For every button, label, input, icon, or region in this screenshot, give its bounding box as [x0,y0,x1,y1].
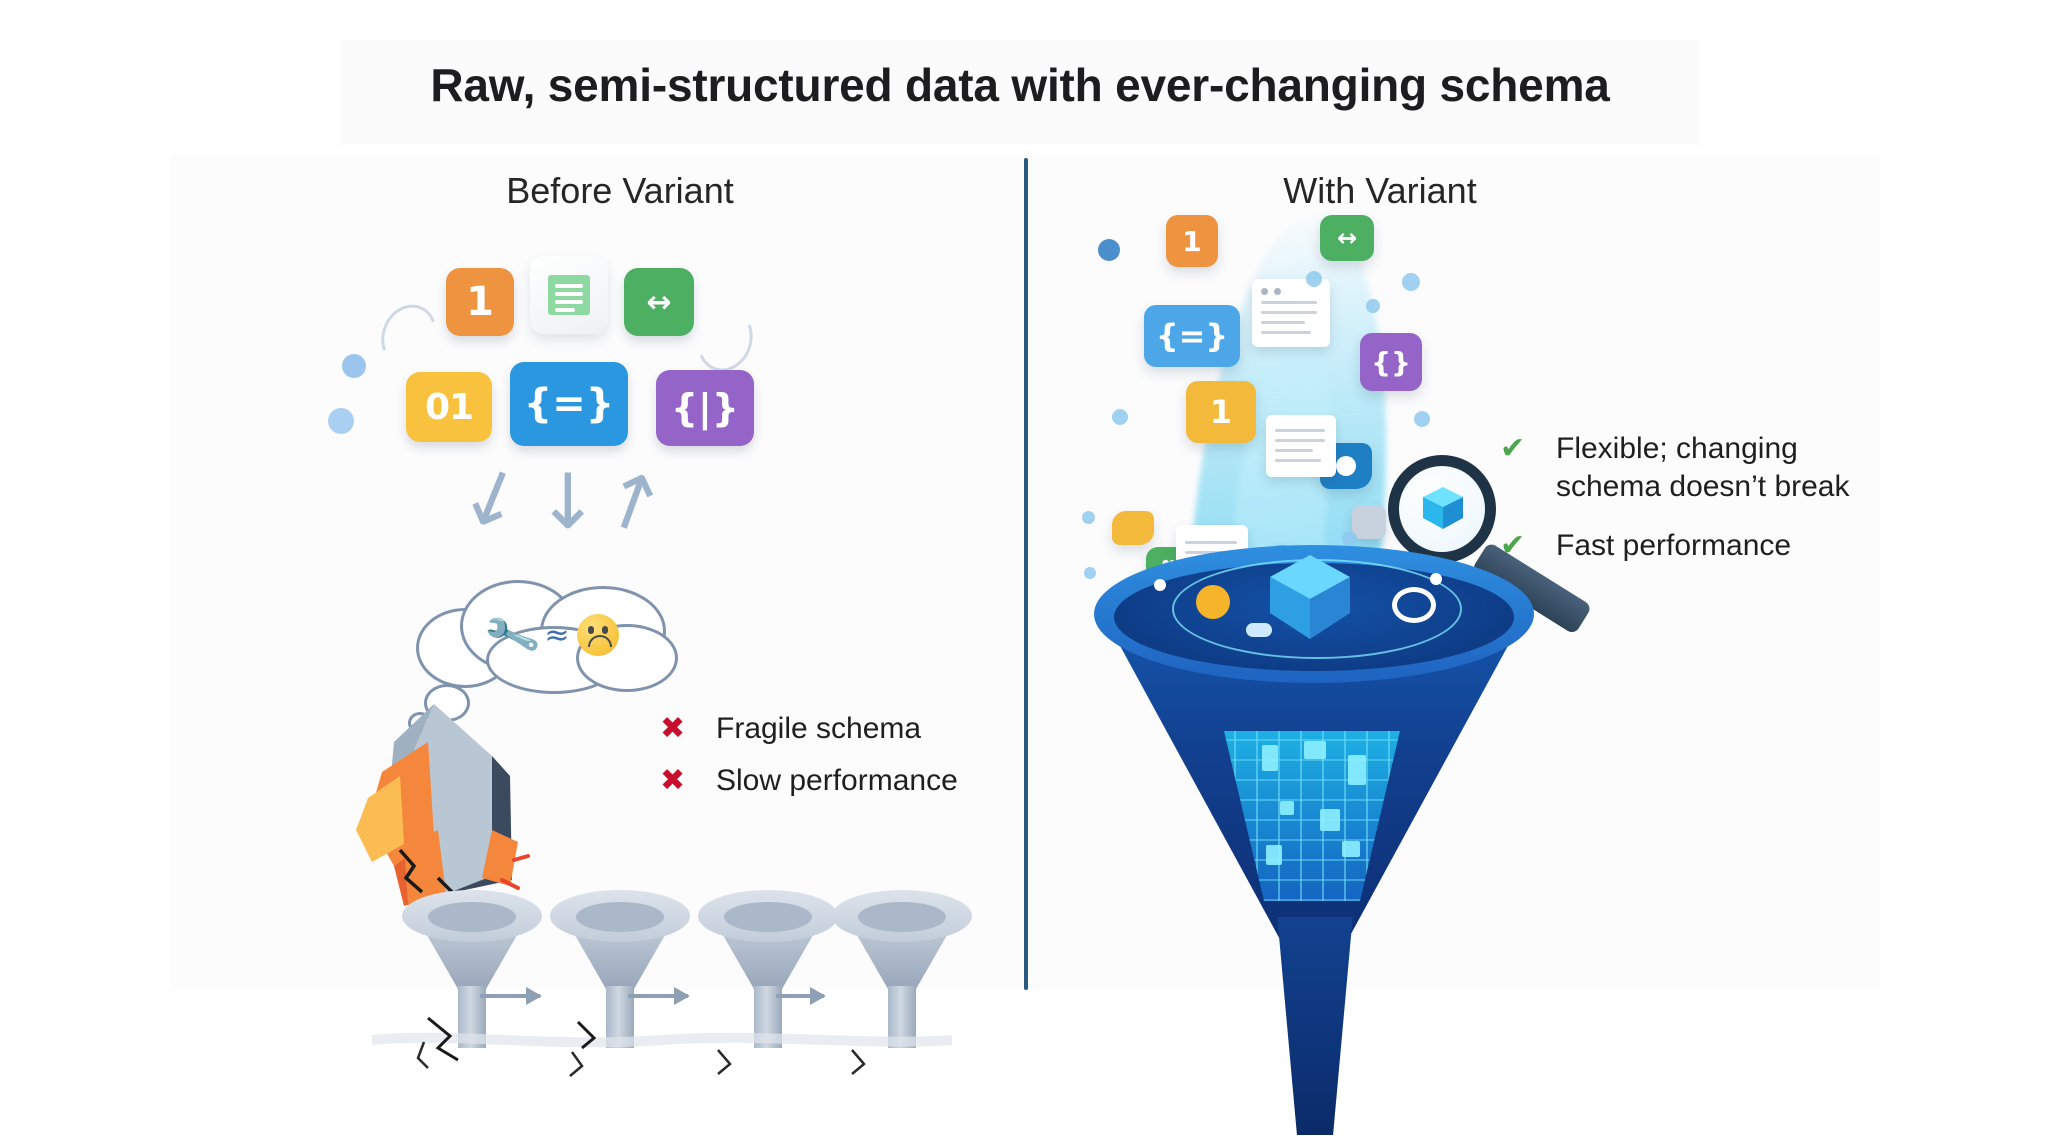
particle-dot [1342,531,1357,546]
bullet-item: ✔ Flexible; changing schema doesn’t brea… [1500,430,1900,505]
bullet-label: Slow performance [716,763,958,797]
thought-bubble: 🔧 ≈ [408,580,678,734]
small-type-tile [1352,505,1386,539]
document-icon [548,275,590,315]
funnel-shape [698,890,838,1048]
up-arrow-icon: ↓ [588,447,679,554]
variant-funnel [1094,545,1534,1135]
column-heading-with: With Variant [1283,170,1477,211]
object-type-tile: {=} [1144,305,1240,367]
binary-type-tile: 1 [1186,381,1256,443]
schema-change-arc-right-icon [688,300,762,380]
document-card [1252,279,1330,347]
grid-block [1342,841,1360,857]
flow-arrow-icon [776,987,826,1005]
binary-type-tile: 01 [406,372,492,442]
variant-cube-icon [1266,551,1354,643]
down-arrow-icon: ↓ [445,446,539,553]
grid-block [1304,741,1326,759]
particle-dot [1084,567,1096,579]
array-type-tile: {|} [656,370,754,446]
check-icon: ✔ [1500,528,1526,563]
particle-dot [1112,409,1128,425]
bullet-label: Flexible; changing schema doesn’t break [1556,432,1850,503]
approx-equals-icon: ≈ [544,617,570,653]
cross-icon: ✖ [660,711,686,746]
particle-dot [1414,411,1430,427]
particle-dot [1306,271,1322,287]
grid-block [1266,845,1282,865]
document-type-tile [530,256,608,334]
orbit-pill [1246,623,1272,637]
variant-cube-icon [1421,485,1465,531]
document-card [1266,415,1336,477]
orbit-dot [1196,585,1230,619]
particle-dot [1366,299,1380,313]
grid-block [1348,755,1366,785]
bullet-label: Fragile schema [716,712,922,745]
number-type-tile: 1 [1166,215,1218,267]
grid-block [1320,809,1340,831]
funnel-shape [550,890,690,1048]
blob-type-tile [1112,511,1154,545]
grid-block [1262,745,1278,771]
schema-change-arc-left-icon [371,296,447,376]
particle-dot [1402,273,1420,291]
sad-face-icon [577,614,620,656]
stuck-crystal-icon [342,680,572,920]
before-variant-illustration: 1 ↔ 01 {=} {|} ↓ ↓ ↓ [328,250,980,1077]
array-type-tile: {} [1360,333,1422,391]
orbit-dot [1430,573,1442,585]
orbit-ring-dot [1392,587,1436,623]
flow-arrow-icon [628,987,690,1005]
funnel-stem [1277,917,1353,1135]
wrench-icon: 🔧 [480,605,543,666]
legacy-funnel-pipeline [332,890,972,1090]
cross-icon: ✖ [660,762,686,798]
bullet-item: ✖ Fragile schema [660,710,958,748]
arrows-type-tile: ↔ [624,268,694,336]
object-type-tile: {=} [510,362,628,446]
orbit-dot [1154,579,1166,591]
page-title: Raw, semi-structured data with ever-chan… [430,59,1610,111]
column-divider [1024,158,1028,990]
check-icon: ✔ [1500,431,1526,466]
particle-dot [1098,239,1120,261]
decorative-dot [328,408,354,434]
bullet-label: Fast performance [1556,529,1792,562]
decorative-dot [342,354,366,378]
column-heading-before: Before Variant [506,170,734,211]
title-band [340,40,1700,145]
funnel-shape [402,890,542,1048]
with-variant-illustration: 1 ↔ {=} {} 1 ♥ // [1070,215,1690,1135]
with-variant-bullets: ✔ Flexible; changing schema doesn’t brea… [1500,430,1900,587]
flow-arrow-icon [480,987,542,1005]
number-type-tile: 1 [446,268,514,336]
bullet-item: ✔ Fast performance [1500,527,1900,565]
funnel-shape [832,890,972,1048]
bullet-item: ✖ Slow performance [660,762,958,800]
down-arrow-icon: ↓ [536,457,600,546]
arrows-type-tile: ↔ [1320,215,1374,261]
grid-block [1280,801,1294,815]
particle-dot [1082,511,1095,524]
before-variant-bullets: ✖ Fragile schema ✖ Slow performance [660,710,958,813]
